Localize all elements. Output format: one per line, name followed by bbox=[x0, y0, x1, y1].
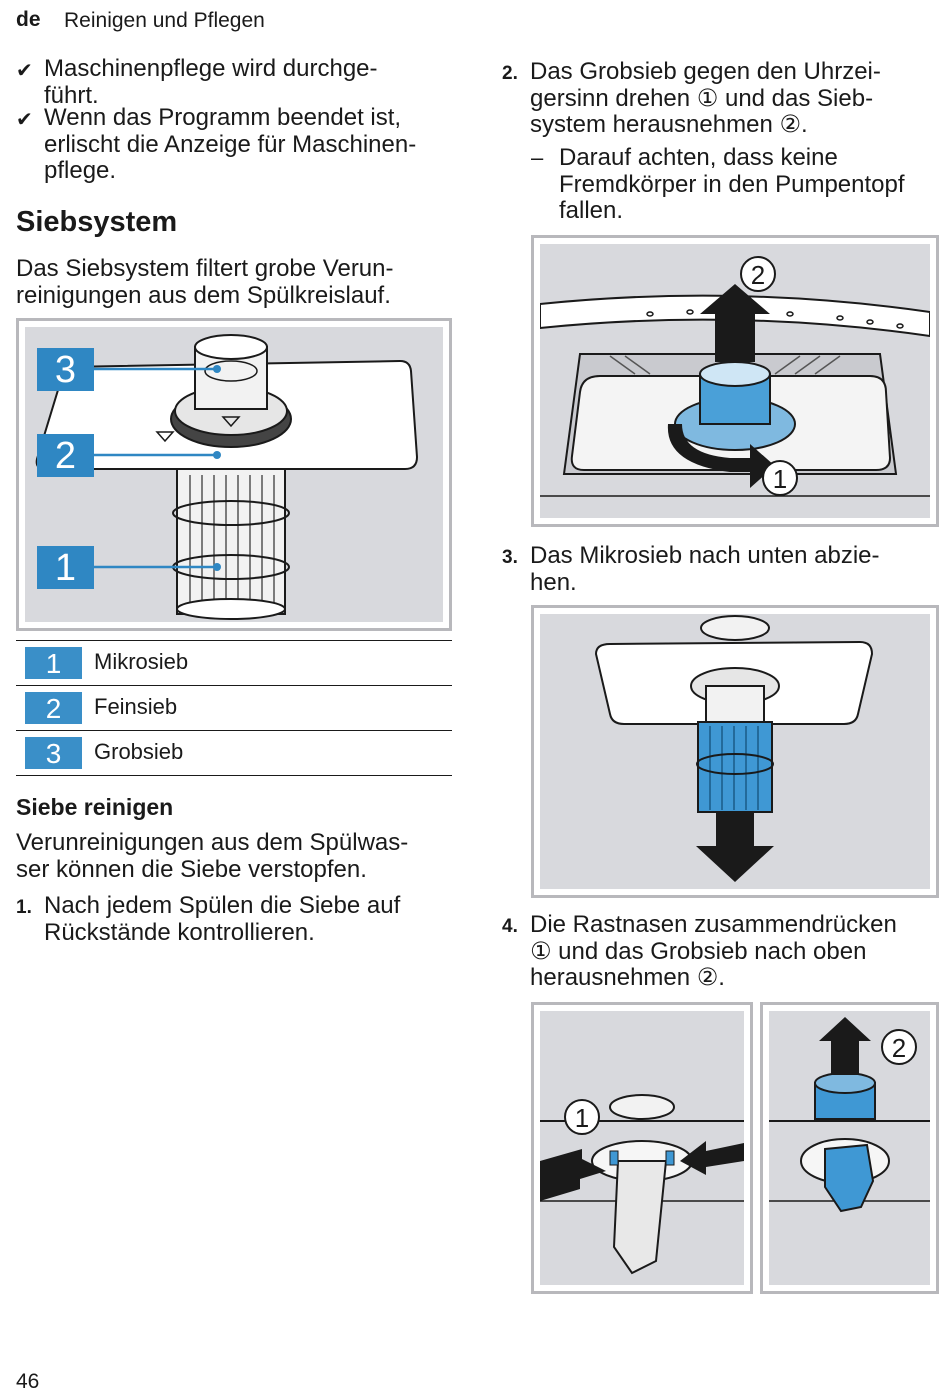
turn-remove-illustration: 2 1 bbox=[540, 256, 930, 497]
dash-marker: – bbox=[531, 145, 544, 170]
legend-number: 1 bbox=[25, 647, 82, 679]
callout-badge-3: 3 bbox=[37, 348, 94, 391]
figure-label-1: 1 bbox=[575, 1103, 589, 1133]
legend-row: 3 Grobsieb bbox=[16, 730, 452, 776]
subsection-title: Siebe reinigen bbox=[16, 794, 174, 820]
callout-badge-2: 2 bbox=[37, 434, 94, 477]
pull-microsieve-illustration bbox=[594, 615, 874, 882]
step-1: 1. Nach jedem Spülen die Siebe auf Rücks… bbox=[16, 892, 456, 949]
press-latches-illustration: 1 bbox=[540, 1094, 744, 1275]
legend-number: 3 bbox=[25, 737, 82, 769]
chapter-title: Reinigen und Pflegen bbox=[64, 9, 265, 32]
legend-label: Feinsieb bbox=[94, 694, 178, 719]
section-intro: Das Siebsystem filtert grobe Verun- rein… bbox=[16, 255, 394, 309]
step-text: Die Rastnasen zusammendrücken ① und das … bbox=[530, 911, 897, 991]
step-3: 3. Das Mikrosieb nach unten abzie- hen. bbox=[502, 542, 942, 599]
step-text: Das Grobsieb gegen den Uhrzei- gersinn d… bbox=[530, 58, 881, 138]
callout-badge-1: 1 bbox=[37, 546, 94, 589]
check-item: ✔ Maschinenpflege wird durchge- führt. bbox=[16, 55, 456, 110]
check-item-text: Maschinenpflege wird durchge- führt. bbox=[44, 55, 378, 109]
page-number: 46 bbox=[16, 1370, 40, 1393]
step-number: 3. bbox=[502, 547, 518, 568]
turn-remove-figure: 2 1 bbox=[531, 235, 939, 527]
step-2-note: – Darauf achten, dass keine Fremdkörper … bbox=[531, 144, 941, 227]
lift-coarse-sieve-illustration: 2 bbox=[769, 1017, 930, 1213]
step-text: Das Mikrosieb nach unten abzie- hen. bbox=[530, 542, 880, 596]
subsection-intro: Verunreinigungen aus dem Spülwas- ser kö… bbox=[16, 829, 409, 883]
step-text: Nach jedem Spülen die Siebe auf Rückstän… bbox=[44, 892, 401, 946]
section-title: Siebsystem bbox=[16, 206, 178, 238]
legend-row: 2 Feinsieb bbox=[16, 685, 452, 730]
figure-label-2: 2 bbox=[751, 260, 765, 290]
language-code: de bbox=[16, 8, 41, 31]
sieve-system-illustration bbox=[35, 334, 419, 620]
legend-number: 2 bbox=[25, 692, 82, 724]
check-item: ✔ Wenn das Programm beendet ist, erlisch… bbox=[16, 104, 456, 185]
step-number: 4. bbox=[502, 916, 518, 937]
step-number: 1. bbox=[16, 897, 32, 918]
step-2: 2. Das Grobsieb gegen den Uhrzei- gersin… bbox=[502, 58, 942, 141]
lift-coarse-sieve-figure: 2 bbox=[760, 1002, 939, 1294]
figure-label-1: 1 bbox=[773, 464, 787, 494]
check-item-text: Wenn das Programm beendet ist, erlischt … bbox=[44, 104, 417, 184]
legend-row: 1 Mikrosieb bbox=[16, 640, 452, 685]
legend-label: Grobsieb bbox=[94, 739, 184, 764]
pull-microsieve-figure bbox=[531, 605, 939, 898]
step-number: 2. bbox=[502, 63, 518, 84]
legend-label: Mikrosieb bbox=[94, 649, 189, 674]
sieve-system-figure: 3 2 1 bbox=[16, 318, 452, 631]
press-latches-figure: 1 bbox=[531, 1002, 753, 1294]
check-icon: ✔ bbox=[16, 60, 33, 82]
figure-label-2: 2 bbox=[892, 1033, 906, 1063]
step-4: 4. Die Rastnasen zusammendrücken ① und d… bbox=[502, 911, 942, 994]
legend-table: 1 Mikrosieb 2 Feinsieb 3 Grobsieb bbox=[16, 640, 452, 776]
note-text: Darauf achten, dass keine Fremdkörper in… bbox=[559, 144, 905, 224]
check-icon: ✔ bbox=[16, 109, 33, 131]
